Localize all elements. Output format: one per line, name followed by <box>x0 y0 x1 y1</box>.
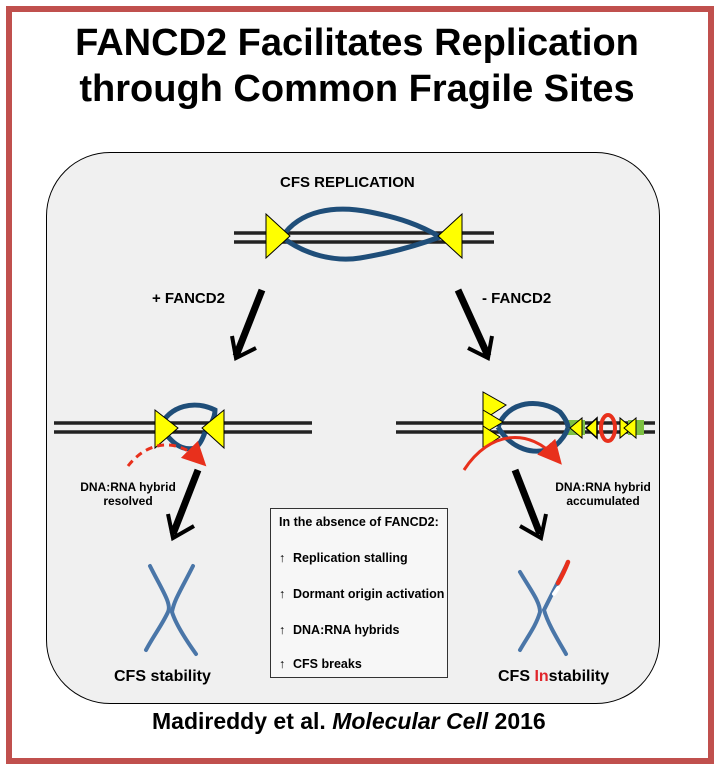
left-outcome-arrow <box>166 468 202 542</box>
title-line-1: FANCD2 Facilitates Replication <box>75 22 639 64</box>
minus-fancd2-label: - FANCD2 <box>482 290 552 307</box>
plus-fancd2-label: + FANCD2 <box>152 290 225 307</box>
absence-box-header: In the absence of FANCD2: <box>279 515 439 529</box>
cfs-replication-heading: CFS REPLICATION <box>280 174 415 191</box>
yellow-triangle-fork-icon <box>584 416 598 440</box>
chromosome-icon <box>144 564 198 656</box>
up-arrow-icon: ↑ <box>279 657 286 671</box>
left-hybrid-label: DNA:RNA hybrid resolved <box>72 480 184 508</box>
top-dna-duplex <box>234 206 494 262</box>
left-branch-arrow <box>230 288 266 361</box>
left-hybrid-line-1: DNA:RNA hybrid <box>80 480 176 494</box>
right-branch-arrow <box>454 288 494 361</box>
citation-journal: Molecular Cell <box>332 708 489 734</box>
down-arrow-icon <box>230 335 257 361</box>
bubble-upper-strand <box>279 206 442 240</box>
page-title: FANCD2 Facilitates Replication through C… <box>0 20 714 112</box>
cfs-stability-label: CFS stability <box>114 668 211 685</box>
citation-authors: Madireddy et al. <box>152 708 326 734</box>
absence-item-cfs-breaks: ↑ CFS breaks <box>279 657 362 671</box>
yellow-triangle-fork-icon <box>437 212 463 260</box>
yellow-triangle-fork-icon <box>154 408 179 450</box>
bubble-lower-strand <box>280 234 441 262</box>
red-rna-arrow-icon <box>462 436 562 471</box>
down-arrow-icon <box>166 513 195 542</box>
left-hybrid-line-2: resolved <box>103 494 153 508</box>
chromosome-icon <box>518 559 571 656</box>
absence-item-text: CFS breaks <box>293 657 362 671</box>
yellow-triangle-fork-icon <box>265 212 291 260</box>
instability-prefix: CFS <box>498 668 535 685</box>
down-arrow-icon <box>519 513 548 542</box>
absence-item-text: Dormant origin activation <box>293 587 445 601</box>
left-fork <box>54 402 312 467</box>
cfs-instability-label: CFS Instability <box>498 668 609 686</box>
absence-item-dna-rna-hybrids: ↑ DNA:RNA hybrids <box>279 623 399 637</box>
down-arrow-icon <box>467 335 494 361</box>
absence-item-text: DNA:RNA hybrids <box>293 623 400 637</box>
right-hybrid-line-2: accumulated <box>566 494 640 508</box>
absence-item-replication-stalling: ↑ Replication stalling <box>279 551 408 565</box>
instability-suffix: stability <box>548 668 610 685</box>
absence-item-dormant-origin: ↑ Dormant origin activation <box>279 587 444 601</box>
instability-highlight: In <box>534 668 549 685</box>
yellow-triangle-fork-icon <box>569 416 583 440</box>
right-fork <box>396 391 655 471</box>
up-arrow-icon: ↑ <box>279 551 286 565</box>
up-arrow-icon: ↑ <box>279 587 286 601</box>
absence-of-fancd2-box: In the absence of FANCD2: ↑ Replication s… <box>270 508 448 678</box>
right-outcome-arrow <box>511 468 548 542</box>
up-arrow-icon: ↑ <box>279 623 286 637</box>
figure-frame <box>6 6 714 764</box>
title-line-2: through Common Fragile Sites <box>79 68 635 110</box>
right-hybrid-label: DNA:RNA hybrid accumulated <box>547 480 659 508</box>
citation-year: 2016 <box>494 708 546 734</box>
yellow-triangle-fork-icon <box>482 409 504 435</box>
red-rna-arrow-icon <box>126 440 207 467</box>
yellow-triangle-fork-icon <box>201 408 225 450</box>
citation: Madireddy et al. Molecular Cell 2016 <box>152 708 546 735</box>
right-hybrid-line-1: DNA:RNA hybrid <box>555 480 651 494</box>
red-ring-marker <box>599 413 617 443</box>
yellow-triangle-fork-icon <box>623 416 637 440</box>
absence-item-text: Replication stalling <box>293 551 408 565</box>
